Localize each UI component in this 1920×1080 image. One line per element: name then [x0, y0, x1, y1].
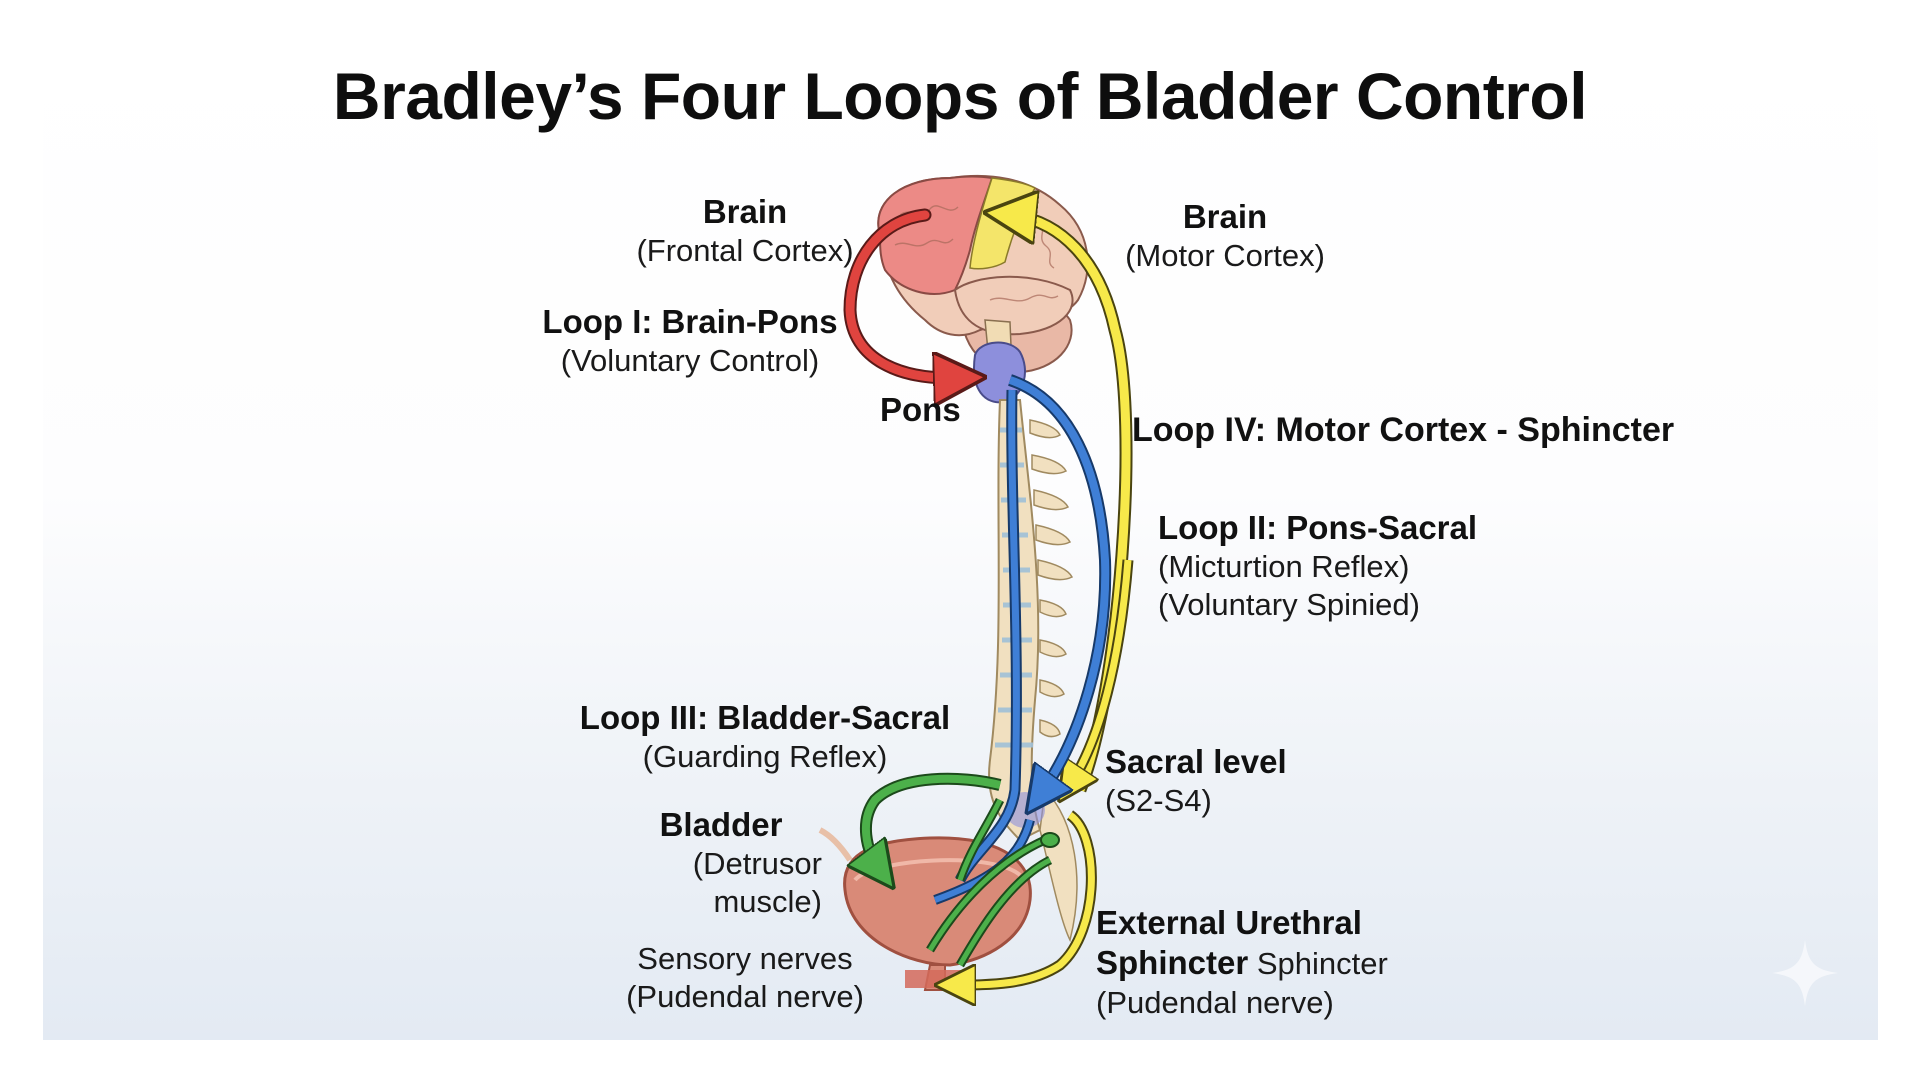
- label-loop4: Loop IV: Motor Cortex - Sphincter: [1132, 411, 1675, 449]
- sparkle-icon: [1772, 940, 1838, 1006]
- label-sphincter: External Urethral Sphincter Sphincter (P…: [1096, 904, 1388, 1020]
- label-brain-motor: Brain (Motor Cortex): [1125, 198, 1325, 274]
- label-pons: Pons: [880, 391, 961, 428]
- label-loop2: Loop II: Pons-Sacral (Micturtion Reflex)…: [1158, 509, 1478, 623]
- diagram-title: Bradley’s Four Loops of Bladder Control: [332, 59, 1588, 133]
- brain: [877, 174, 1089, 374]
- label-bladder: Bladder (Detrusor muscle): [659, 806, 822, 920]
- label-sensory-nerves: Sensory nerves (Pudendal nerve): [626, 941, 864, 1014]
- frontal-cortex: [877, 175, 994, 295]
- label-sacral: Sacral level (S2-S4): [1105, 743, 1287, 819]
- label-loop3: Loop III: Bladder-Sacral (Guarding Refle…: [579, 699, 951, 775]
- label-brain-frontal: Brain (Frontal Cortex): [636, 193, 854, 269]
- label-loop1: Loop I: Brain-Pons (Voluntary Control): [542, 303, 838, 379]
